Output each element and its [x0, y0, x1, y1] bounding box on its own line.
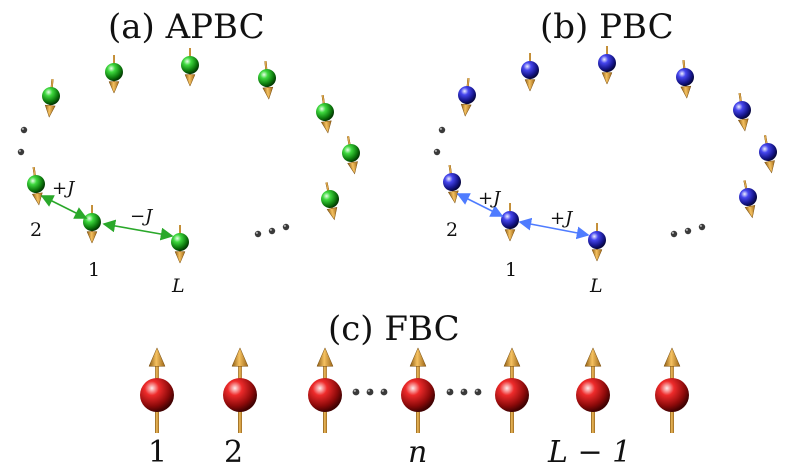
apbc-site-label-L: L [171, 275, 185, 297]
apbc-site-label-2: 2 [30, 219, 42, 241]
pbc-spin-8 [733, 93, 751, 132]
spin-sphere [42, 87, 60, 105]
fbc-spin-3 [308, 347, 342, 433]
spin-sphere [733, 101, 751, 119]
fbc-ellipsis-dots [352, 388, 482, 396]
panel-apbc: (a) APBC +J −J 2 1 L [17, 7, 360, 297]
spin-sphere [676, 68, 694, 86]
spin-sphere [321, 190, 339, 208]
pbc-site-label-1: 1 [505, 259, 517, 281]
fbc-spin-chain [140, 347, 689, 433]
apbc-bond-right [102, 219, 174, 241]
spin-sphere [181, 56, 199, 74]
fbc-spin-7 [655, 347, 689, 433]
spin-sphere [140, 378, 174, 412]
panel-fbc-title: (c) FBC [328, 309, 460, 349]
pbc-bond-left [456, 193, 504, 217]
pbc-site-label-L: L [589, 275, 603, 297]
fbc-site-label-1: 1 [148, 435, 167, 470]
spin-sphere [443, 173, 461, 191]
apbc-ellipsis-dots [17, 126, 290, 238]
apbc-spin-1 [27, 167, 45, 206]
apbc-spin-7 [258, 60, 276, 100]
spin-sphere [258, 69, 276, 87]
fbc-spin-5 [495, 347, 529, 433]
spin-sphere [83, 213, 101, 231]
spin-sphere [598, 54, 616, 72]
apbc-spin-8 [316, 95, 334, 134]
spin-sphere [588, 231, 606, 249]
spin-sphere [655, 378, 689, 412]
spin-sphere [105, 63, 123, 81]
pbc-bond-right [518, 217, 590, 240]
spin-sphere [27, 175, 45, 193]
spin-sphere [223, 378, 257, 412]
apbc-coupling-right: −J [130, 206, 154, 227]
spin-sphere [739, 188, 757, 206]
pbc-spin-6 [598, 46, 616, 85]
panel-apbc-title: (a) APBC [108, 7, 265, 47]
pbc-spin-3 [588, 223, 606, 262]
spin-sphere [342, 144, 360, 162]
spin-sphere [521, 61, 539, 79]
spin-sphere [495, 378, 529, 412]
apbc-spin-3 [171, 225, 189, 264]
apbc-spin-6 [181, 48, 199, 87]
fbc-site-label-n: n [408, 435, 427, 470]
pbc-ellipsis-dots [433, 126, 706, 238]
pbc-spin-10 [739, 180, 757, 219]
pbc-spin-ring [433, 46, 777, 262]
panel-pbc-title: (b) PBC [540, 7, 674, 47]
pbc-spin-2 [501, 203, 519, 242]
apbc-spin-4 [42, 78, 60, 118]
pbc-site-label-2: 2 [446, 219, 458, 241]
apbc-bond-left [40, 195, 88, 219]
pbc-coupling-right: +J [550, 208, 574, 229]
apbc-spin-2 [83, 205, 101, 244]
spin-sphere [316, 103, 334, 121]
pbc-spin-4 [458, 77, 476, 117]
fbc-site-label-L-minus-1: L − 1 [547, 435, 631, 470]
pbc-spin-1 [443, 165, 461, 204]
panel-pbc: (b) PBC +J +J 2 1 L [433, 7, 777, 297]
apbc-spin-9 [342, 136, 360, 175]
fbc-spin-1 [140, 347, 174, 433]
apbc-site-label-1: 1 [88, 259, 100, 281]
fbc-spin-2 [223, 347, 257, 433]
spin-sphere [171, 233, 189, 251]
pbc-spin-5 [521, 53, 539, 92]
pbc-coupling-left: +J [478, 188, 502, 209]
apbc-spin-10 [321, 182, 339, 221]
apbc-spin-5 [105, 55, 123, 94]
panel-fbc: (c) FBC 1 2 n L − 1 [140, 309, 689, 470]
spin-sphere [401, 378, 435, 412]
fbc-spin-6 [576, 347, 610, 433]
spin-sphere [501, 211, 519, 229]
fbc-spin-4 [401, 347, 435, 433]
spin-sphere [576, 378, 610, 412]
apbc-coupling-left: +J [52, 178, 76, 199]
fbc-site-label-2: 2 [224, 435, 243, 470]
spin-sphere [759, 143, 777, 161]
spin-sphere [308, 378, 342, 412]
apbc-spin-ring [17, 48, 360, 264]
pbc-spin-9 [759, 135, 777, 174]
spin-sphere [458, 86, 476, 104]
pbc-spin-7 [676, 59, 694, 99]
